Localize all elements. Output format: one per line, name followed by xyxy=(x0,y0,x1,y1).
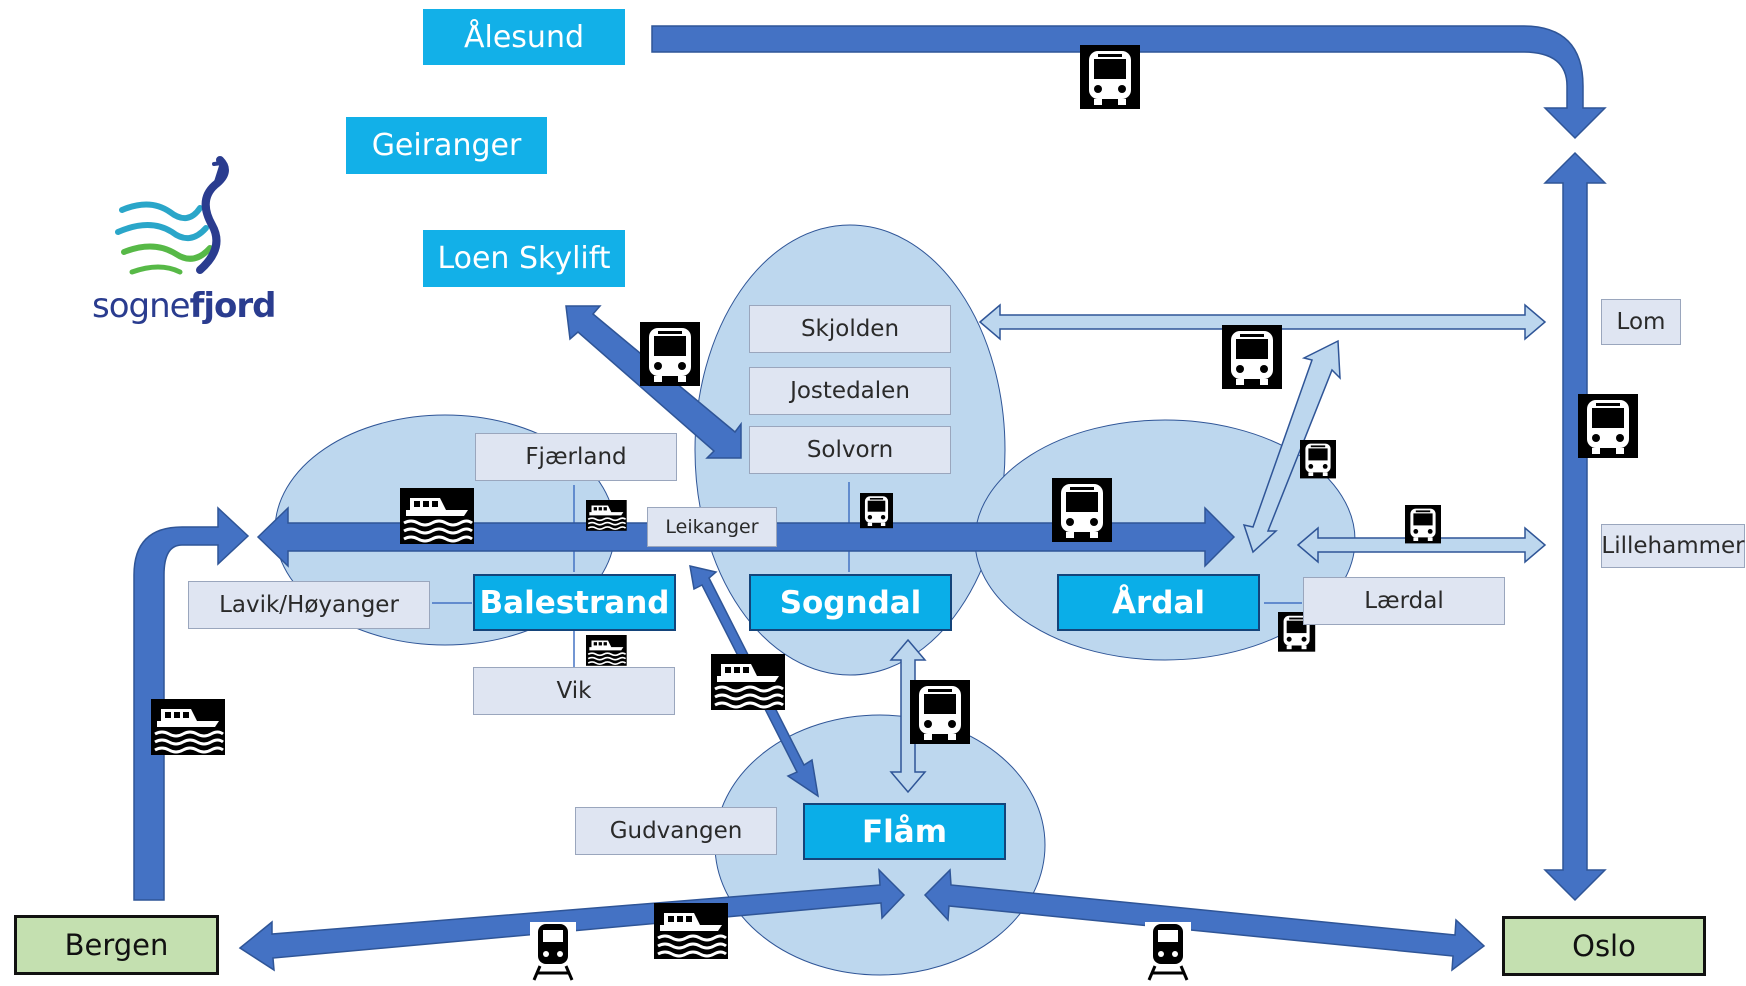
ardal-lillehammer-arrow xyxy=(1296,526,1547,564)
light-connections xyxy=(889,303,1547,794)
hub-balestrand: Balestrand xyxy=(473,574,676,631)
hub-ardal: Årdal xyxy=(1057,574,1260,631)
bus-icon xyxy=(1405,505,1441,544)
ferry-icon xyxy=(709,652,787,712)
hub-sogndal: Sogndal xyxy=(749,574,952,631)
stop-fjaerland: Fjærland xyxy=(475,433,677,481)
bus-icon xyxy=(910,680,970,744)
stop-lavik-hoyanger: Lavik/Høyanger xyxy=(188,581,430,629)
train-icon xyxy=(1143,920,1193,984)
sognefjord-logo-icon xyxy=(115,156,229,275)
bus-icon xyxy=(1052,478,1112,542)
stop-vik: Vik xyxy=(473,667,675,715)
city-oslo: Oslo xyxy=(1502,916,1706,976)
ferry-icon xyxy=(398,486,476,546)
destination-loen-skylift: Loen Skylift xyxy=(423,230,625,287)
skjolden-lom-arrow xyxy=(978,303,1547,341)
flam-oslo-arrow xyxy=(923,868,1486,972)
city-bergen: Bergen xyxy=(14,915,219,975)
flam-bergen-arrow xyxy=(238,868,906,972)
bus-icon xyxy=(1080,45,1140,109)
bus-icon xyxy=(1222,325,1282,389)
train-icon xyxy=(528,920,578,984)
stop-skjolden: Skjolden xyxy=(749,305,951,353)
stop-solvorn: Solvorn xyxy=(749,426,951,474)
ferry-icon xyxy=(149,697,227,757)
stop-jostedalen: Jostedalen xyxy=(749,367,951,415)
ardal-skjolden-arrow xyxy=(1242,339,1341,554)
stop-leikanger: Leikanger xyxy=(647,507,777,547)
hub-flam: Flåm xyxy=(803,803,1006,860)
logo-wordmark: sognefjord xyxy=(92,286,276,326)
stop-lillehammer: Lillehammer xyxy=(1601,524,1745,568)
bus-icon xyxy=(860,493,893,529)
ferry-icon xyxy=(652,901,730,961)
stop-laerdal: Lærdal xyxy=(1303,577,1505,625)
ferry-icon xyxy=(585,634,628,667)
stop-gudvangen: Gudvangen xyxy=(575,807,777,855)
ferry-icon xyxy=(585,499,628,532)
bus-icon xyxy=(640,322,700,386)
sogndal-flam-arrow xyxy=(889,638,927,794)
destination-alesund: Ålesund xyxy=(423,9,625,65)
logo-text-bold: fjord xyxy=(189,286,277,326)
bus-icon xyxy=(1578,394,1638,458)
stop-lom: Lom xyxy=(1601,299,1681,345)
oslo-vertical-arrow xyxy=(1543,151,1607,902)
bus-icon xyxy=(1300,440,1336,479)
destination-geiranger: Geiranger xyxy=(346,117,547,174)
bergen-loop-arrow xyxy=(133,506,250,901)
logo-text-light: sogne xyxy=(92,286,191,326)
